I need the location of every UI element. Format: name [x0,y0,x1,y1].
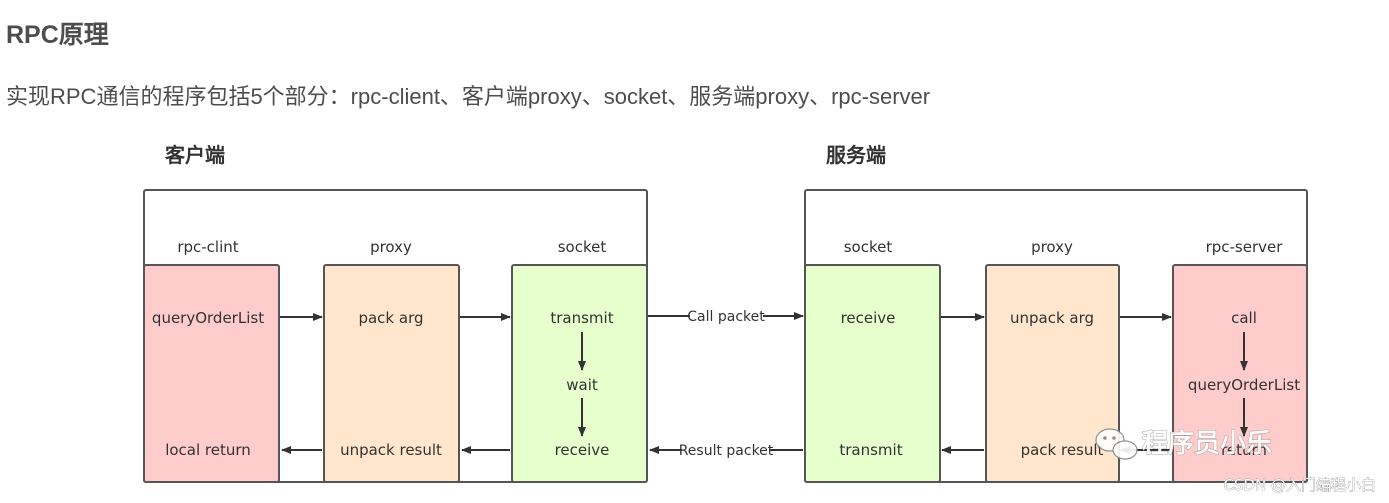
server-receive-label: receive [841,309,896,327]
col-label-server-socket: socket [844,238,893,256]
query-order-list-label: queryOrderList [152,309,264,327]
rpc-server-box [1172,264,1308,483]
server-title: 服务端 [826,143,886,167]
client-transmit-label: transmit [550,309,613,327]
server-query-order-list-label: queryOrderList [1188,376,1300,394]
result-packet-label: Result packet [679,443,774,459]
server-transmit-label: transmit [839,441,902,459]
client-title: 客户端 [164,143,225,167]
server-socket-box [804,264,941,483]
col-label-client-socket: socket [558,238,607,256]
client-proxy-box [323,264,460,483]
client-socket-box [511,264,648,483]
csdn-footer: CSDN @入门编程小白 [1223,476,1376,494]
local-return-label: local return [165,441,251,459]
wechat-icon [1095,428,1138,460]
server-proxy-box [985,264,1120,483]
pack-result-label: pack result [1021,441,1104,459]
col-label-client-proxy: proxy [370,238,412,256]
rpc-clint-box [143,264,280,483]
client-receive-label: receive [555,441,610,459]
watermark-text: 程序员小乐 [1142,428,1272,459]
call-packet-label: Call packet [687,309,765,325]
unpack-arg-label: unpack arg [1010,309,1094,327]
col-label-rpc-clint: rpc-clint [177,238,238,256]
page-title: RPC原理 [6,21,109,49]
call-label: call [1231,309,1257,327]
col-label-rpc-server: rpc-server [1206,238,1284,256]
wait-label: wait [566,376,598,394]
col-label-server-proxy: proxy [1031,238,1073,256]
pack-arg-label: pack arg [358,309,423,327]
return-label: return [1221,441,1267,459]
intro-text: 实现RPC通信的程序包括5个部分：rpc-client、客户端proxy、soc… [6,84,931,109]
unpack-result-label: unpack result [340,441,442,459]
